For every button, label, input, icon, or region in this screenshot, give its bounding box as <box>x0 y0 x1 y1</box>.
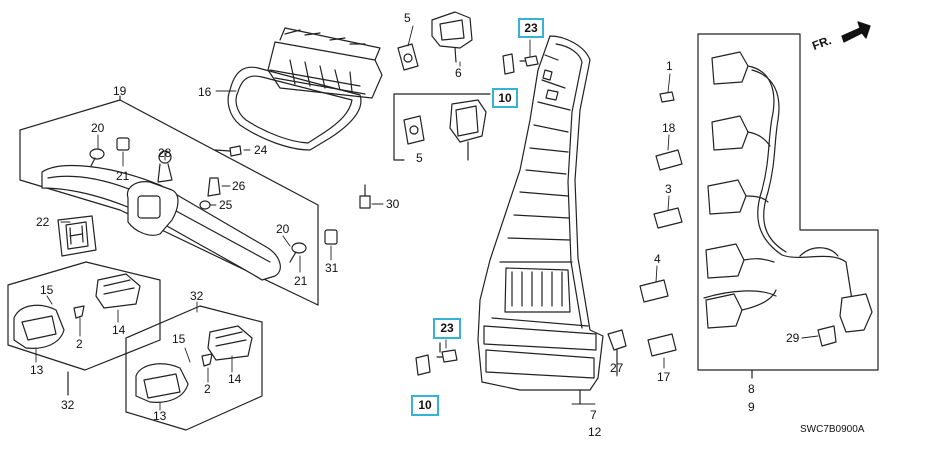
callout-24: 24 <box>254 143 268 157</box>
rear-combination-light <box>477 35 604 405</box>
callout-28: 28 <box>158 146 172 160</box>
callout-5-middle: 5 <box>416 151 423 165</box>
callout-9: 9 <box>748 400 755 414</box>
callout-19: 19 <box>113 84 127 98</box>
callout-14-right: 14 <box>228 372 242 386</box>
high-mount-stop-light <box>227 27 383 151</box>
lower-right-assembly <box>125 305 263 431</box>
callout-6: 6 <box>455 66 462 80</box>
callout-27: 27 <box>610 361 624 375</box>
leader-lines <box>35 25 819 411</box>
callout-20-upper: 20 <box>91 121 105 135</box>
bulb-socket-middle <box>393 93 491 161</box>
callout-21-upper: 21 <box>116 169 130 183</box>
callout-13-left: 13 <box>30 363 44 377</box>
callout-32-left: 32 <box>61 398 75 412</box>
wire-harness <box>703 51 873 347</box>
callout-2-left: 2 <box>76 337 83 351</box>
callout-15-left: 15 <box>40 283 54 297</box>
callout-23-upper-highlight: 23 <box>518 18 544 38</box>
bulb-column <box>639 91 683 357</box>
callout-1: 1 <box>666 59 673 73</box>
wire-harness-outline <box>697 33 879 379</box>
callout-23-lower-highlight: 23 <box>433 318 461 339</box>
diagram-code: SWC7B0900A <box>800 424 865 435</box>
callout-25: 25 <box>219 198 233 212</box>
callout-15-right: 15 <box>172 332 186 346</box>
callout-3: 3 <box>665 182 672 196</box>
callout-14-left: 14 <box>112 323 126 337</box>
callout-12: 12 <box>588 425 602 439</box>
callout-21-lower: 21 <box>294 274 308 288</box>
callout-13-right: 13 <box>153 409 167 423</box>
callout-4: 4 <box>654 252 661 266</box>
callout-26: 26 <box>232 179 246 193</box>
callout-20-lower: 20 <box>276 222 290 236</box>
callout-32-right: 32 <box>190 289 204 303</box>
callout-22: 22 <box>36 215 50 229</box>
license-garnish <box>41 164 281 281</box>
callout-7: 7 <box>590 408 597 422</box>
callout-10-upper-highlight: 10 <box>492 88 518 108</box>
honda-emblem <box>57 215 97 257</box>
callout-5-top: 5 <box>404 11 411 25</box>
callout-16: 16 <box>198 85 212 99</box>
callout-30: 30 <box>386 197 400 211</box>
clip-lower <box>415 342 458 376</box>
callout-17: 17 <box>657 370 671 384</box>
lower-left-assembly <box>7 261 161 396</box>
callout-29: 29 <box>786 331 800 345</box>
callout-8: 8 <box>748 382 755 396</box>
callout-10-lower-highlight: 10 <box>411 395 439 416</box>
callout-31: 31 <box>325 261 339 275</box>
callout-2-right: 2 <box>204 382 211 396</box>
clip-upper <box>502 53 539 75</box>
front-direction-arrow <box>841 21 871 43</box>
bulb-socket-top <box>397 11 473 71</box>
callout-18: 18 <box>662 121 676 135</box>
